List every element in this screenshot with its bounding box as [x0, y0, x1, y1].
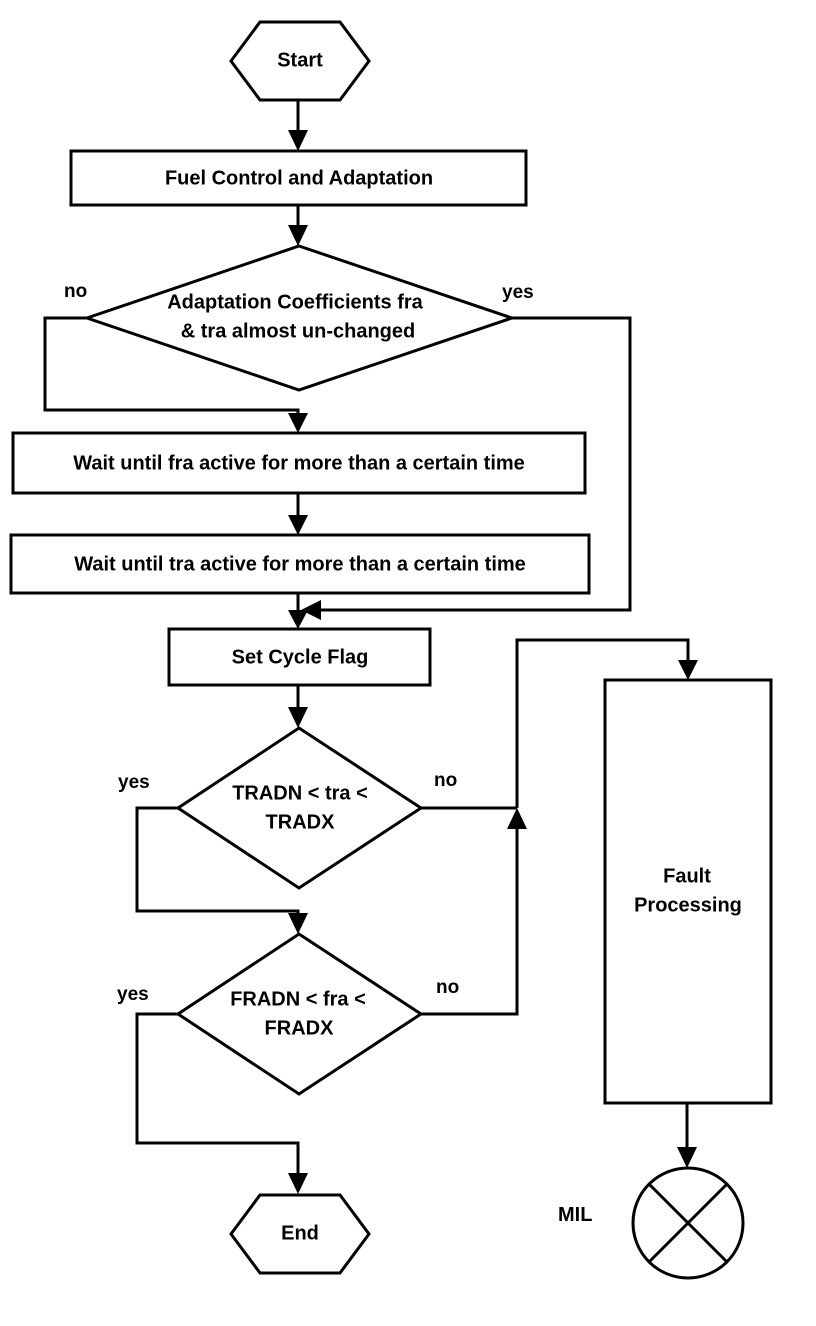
- fra-decision-label-line1: FRADN < fra <: [230, 988, 366, 1010]
- connector-fra-no: [421, 825, 519, 1016]
- fault-processing-label-line1: Fault: [663, 865, 711, 887]
- fra-decision-label-line2: FRADX: [265, 1017, 335, 1039]
- end-terminator: [229, 1193, 371, 1275]
- adaptation-decision-label-line1: Adaptation Coefficients fra: [167, 291, 423, 313]
- set-cycle-flag-box: [167, 627, 432, 687]
- adaptation-decision-label-line2: & tra almost un-changed: [181, 320, 415, 342]
- arrowhead: [288, 913, 308, 934]
- arrowhead: [288, 515, 308, 535]
- fra-no-label: no: [436, 977, 459, 998]
- tra-decision-label-line2: TRADX: [266, 811, 336, 833]
- connector-trunk-fault: [515, 638, 690, 808]
- wait-fra-box: [11, 431, 587, 495]
- adaptation-no-label: no: [64, 281, 87, 302]
- set-cycle-flag-label: Set Cycle Flag: [232, 646, 369, 668]
- connector-tra-yes: [135, 806, 300, 916]
- arrowhead: [677, 1147, 697, 1168]
- end-label: End: [281, 1222, 319, 1244]
- fuel-control-label: Fuel Control and Adaptation: [165, 167, 433, 189]
- arrowhead: [288, 707, 308, 728]
- tra-no-label: no: [434, 770, 457, 791]
- arrowhead: [301, 600, 321, 620]
- wait-tra-box: [9, 533, 591, 595]
- start-label: Start: [277, 49, 323, 71]
- arrowhead: [288, 610, 308, 629]
- arrowhead: [288, 130, 308, 151]
- arrowhead: [678, 660, 698, 680]
- adaptation-yes-label: yes: [502, 282, 534, 303]
- start-terminator: [229, 20, 371, 102]
- connector-adapt-yes: [318, 316, 632, 612]
- fuel-control-box: [69, 149, 528, 207]
- fra-yes-label: yes: [117, 984, 149, 1005]
- wait-tra-label: Wait until tra active for more than a ce…: [74, 553, 526, 575]
- fault-processing-box: [603, 678, 773, 1105]
- wait-fra-label: Wait until fra active for more than a ce…: [73, 452, 525, 474]
- arrowhead: [288, 1173, 308, 1194]
- arrowhead: [507, 808, 527, 829]
- arrowhead: [288, 413, 308, 433]
- fault-processing-label-line2: Processing: [634, 894, 742, 916]
- tra-yes-label: yes: [118, 772, 150, 793]
- mil-lamp-icon: [631, 1166, 745, 1280]
- mil-label: MIL: [558, 1204, 592, 1226]
- fra-decision: [175, 932, 424, 1096]
- tra-decision-label-line1: TRADN < tra <: [232, 782, 368, 804]
- connector-adapt-no: [43, 316, 300, 415]
- connector-fra-yes: [135, 1012, 300, 1175]
- adaptation-decision: [82, 244, 517, 392]
- tra-decision: [175, 726, 424, 890]
- arrowhead: [288, 225, 308, 246]
